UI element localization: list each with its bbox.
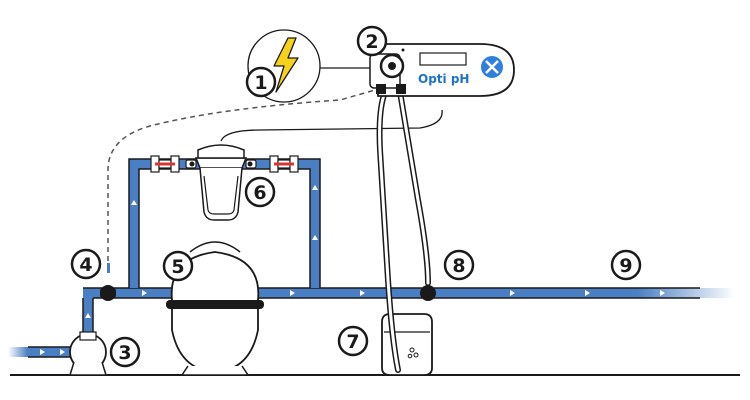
flow-sensor-cable [107,89,376,270]
callout-4-number: 4 [79,254,92,276]
callout-5-number: 5 [171,256,184,278]
callout-5: 5 [162,250,194,282]
sand-filter-icon [166,241,264,376]
callout-1: 1 [245,66,277,98]
injection-tube-inner [398,90,430,285]
circulation-pump-icon [68,331,108,376]
callout-3: 3 [109,336,141,368]
callout-7: 7 [337,325,369,357]
callout-1-number: 1 [254,72,267,94]
callout-9: 9 [610,249,642,281]
callout-7-number: 7 [346,331,359,353]
bypass-valve-right [269,155,299,173]
brand-label: Opti pH [418,72,469,86]
inlet-pipe [8,346,74,358]
callout-6: 6 [244,176,276,208]
bypass-valve-left [150,155,180,173]
dosing-pump-icon [369,53,406,94]
callout-8-number: 8 [452,255,465,277]
callout-3-number: 3 [118,342,131,364]
callout-9-number: 9 [619,255,632,277]
flow-sensor-icon [100,263,116,301]
callout-2: 2 [356,25,388,57]
callout-6-number: 6 [253,182,266,204]
probe-holder-icon [185,144,257,221]
callout-8: 8 [443,249,475,281]
dosing-pump-device: Opti pH [369,43,515,97]
callout-4: 4 [70,248,102,280]
probe-cable [220,109,443,142]
status-icon [481,56,503,78]
injection-valve-icon [420,285,436,301]
callout-2-number: 2 [365,31,378,53]
suction-tube-inner [378,90,400,372]
